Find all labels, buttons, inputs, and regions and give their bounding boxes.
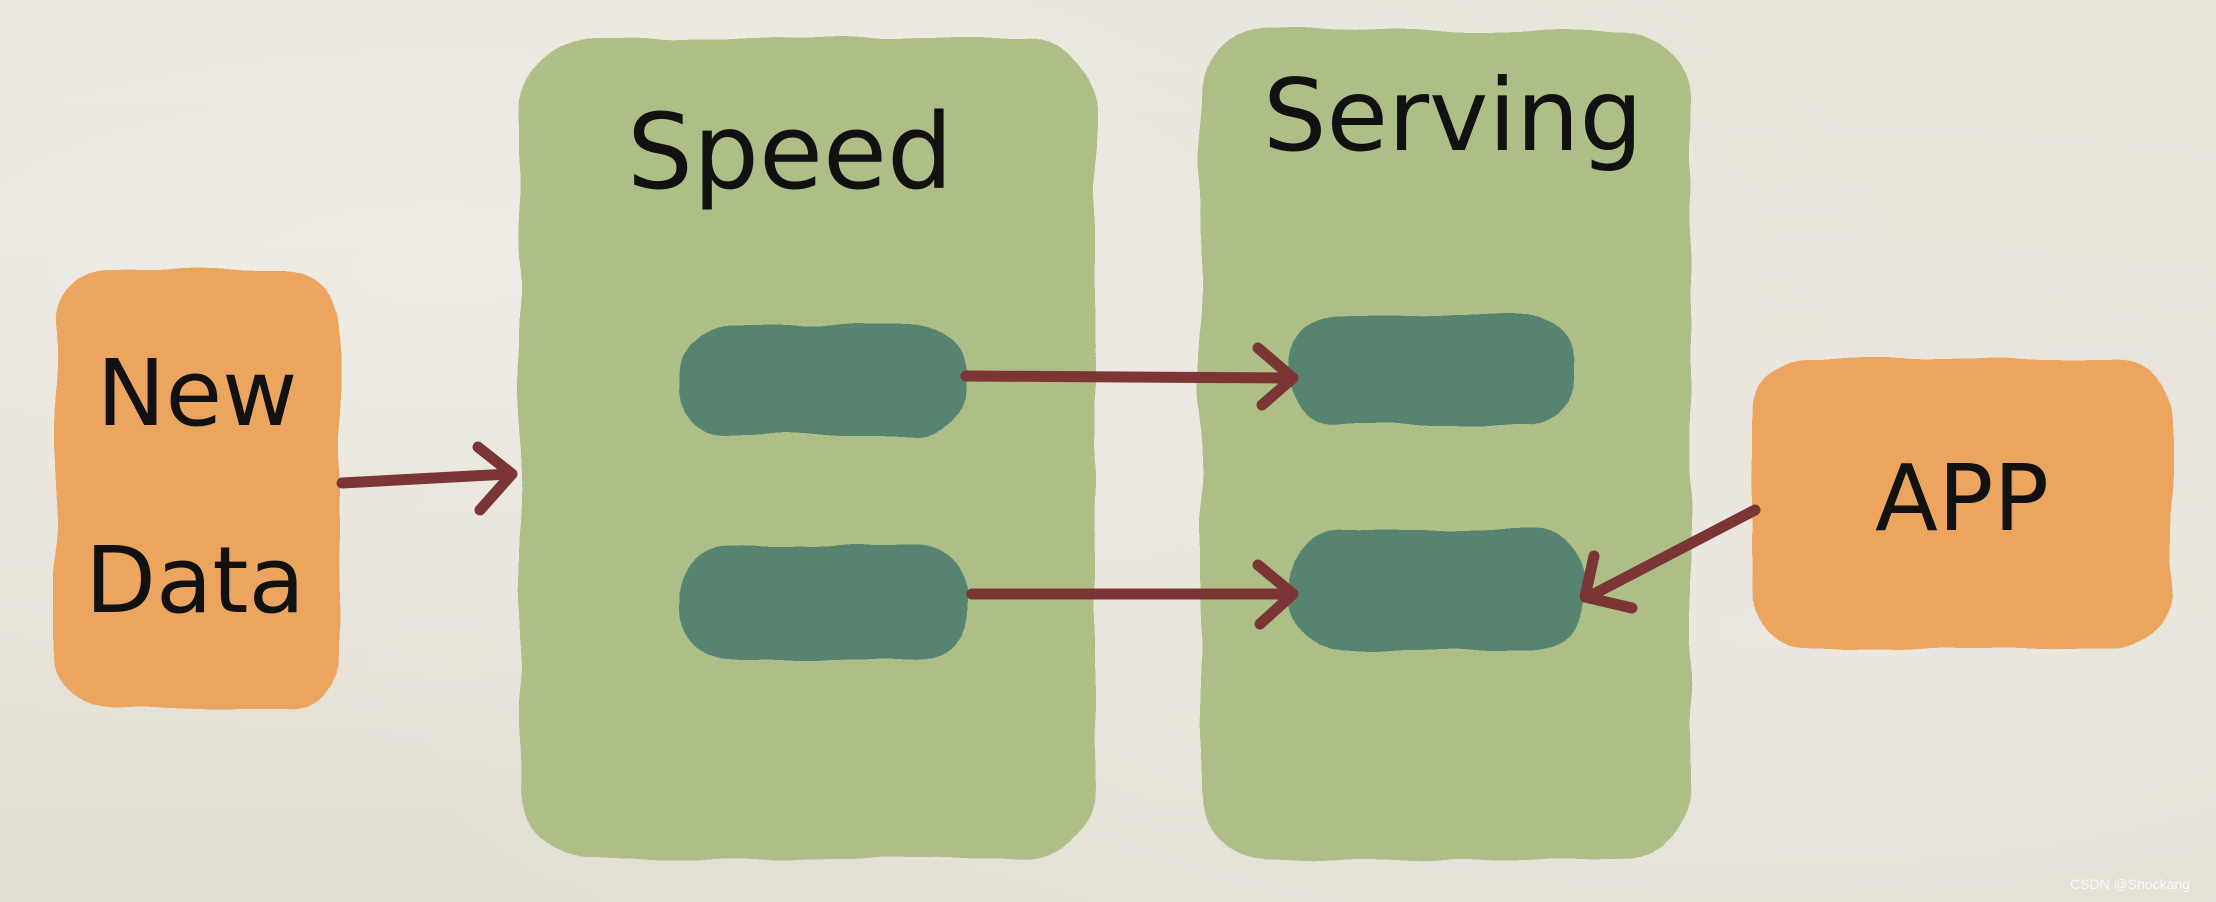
serving-view-block-2 <box>1290 530 1585 650</box>
new-data-label-line1: New <box>97 340 298 447</box>
arrow-speed-to-serving-bottom <box>966 559 1299 630</box>
serving-layer-box <box>1200 30 1690 860</box>
serving-view-block-1 <box>1290 315 1575 425</box>
new-data-box <box>55 270 340 710</box>
speed-view-block-2 <box>680 545 970 660</box>
serving-layer: Serving <box>1200 30 1690 860</box>
speed-layer-title: Speed <box>627 91 953 213</box>
speed-layer: Speed <box>520 38 1095 858</box>
new-data-label-line2: Data <box>85 527 305 634</box>
arrow-new-data-to-speed <box>336 441 518 516</box>
new-data-node: New Data <box>55 270 340 710</box>
app-label: APP <box>1875 445 2049 552</box>
speed-view-block-1 <box>680 325 965 435</box>
watermark-text: CSDN @Shockang <box>2069 876 2190 892</box>
app-box <box>1752 358 2172 648</box>
arrow-app-to-serving <box>1579 504 1761 614</box>
speed-layer-box <box>520 38 1095 858</box>
app-node: APP <box>1752 358 2172 648</box>
serving-layer-title: Serving <box>1263 57 1643 174</box>
arrow-speed-to-serving-top <box>960 342 1299 411</box>
